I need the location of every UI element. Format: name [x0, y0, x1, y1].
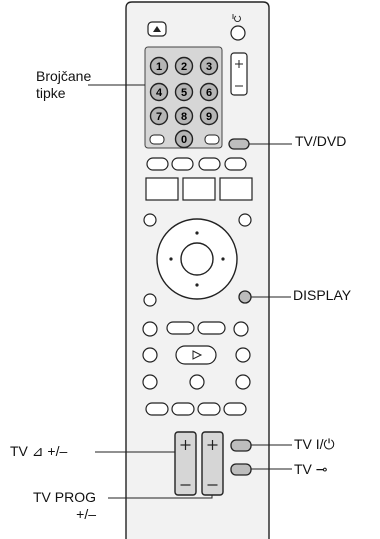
key-6[interactable]: 6 [199, 82, 219, 102]
numeric-keys: 1 2 3 4 5 6 7 8 9 0 [149, 56, 219, 149]
key-5-label: 5 [181, 87, 187, 99]
key-0[interactable]: 0 [174, 129, 194, 149]
fast-forward-button[interactable] [235, 347, 251, 363]
tv-dvd-button[interactable] [228, 138, 250, 150]
pause-button-left[interactable] [142, 374, 158, 390]
key-3[interactable]: 3 [199, 56, 219, 76]
key-0-label: 0 [181, 134, 187, 146]
dpad-right-icon [221, 257, 225, 261]
tv-volume-rocker[interactable] [174, 431, 197, 496]
tv-power-label: TV I/⏻ [294, 436, 335, 452]
stop-button[interactable] [235, 374, 251, 390]
pill-button-3[interactable] [198, 157, 221, 171]
oval-button-4[interactable] [223, 402, 247, 416]
key-2[interactable]: 2 [174, 56, 194, 76]
small-button-left[interactable] [149, 134, 165, 145]
key-4-label: 4 [156, 87, 163, 99]
tv-input-label: TV ⊸ [294, 461, 328, 477]
pill-button-2[interactable] [171, 157, 194, 171]
tv-prog-label-line2: +/– [76, 506, 96, 522]
dpad-center-button[interactable] [180, 242, 214, 276]
key-8-label: 8 [181, 111, 187, 123]
directional-pad [156, 218, 238, 300]
tv-prog-label: TV PROG +/– [10, 489, 96, 523]
pause-button[interactable] [189, 374, 205, 390]
key-9-label: 9 [206, 111, 212, 123]
key-2-label: 2 [181, 61, 187, 73]
key-5[interactable]: 5 [174, 82, 194, 102]
transport-button-1[interactable] [142, 321, 158, 337]
skip-next-button[interactable] [197, 321, 226, 335]
play-icon [192, 350, 203, 360]
skip-prev-button[interactable] [166, 321, 195, 335]
oval-button-2[interactable] [171, 402, 195, 416]
return-button[interactable] [143, 293, 157, 307]
leader-lines [88, 84, 292, 499]
number-buttons-label-line2: tipke [36, 85, 66, 101]
dpad-left-icon [169, 257, 173, 261]
rewind-button[interactable] [142, 347, 158, 363]
small-button-right[interactable] [204, 134, 220, 145]
square-button-2[interactable] [182, 177, 216, 201]
power-button[interactable] [230, 25, 246, 41]
key-4[interactable]: 4 [149, 82, 169, 102]
key-7-label: 7 [156, 111, 162, 123]
tv-volume-label: TV ⊿ +/– [10, 443, 68, 459]
tv-dvd-label: TV/DVD [295, 133, 347, 149]
channel-rocker[interactable] [230, 52, 248, 96]
leader-tv-prog [108, 495, 213, 499]
top-left-round-button[interactable] [143, 213, 157, 227]
oval-button-3[interactable] [197, 402, 221, 416]
key-3-label: 3 [206, 61, 212, 73]
key-6-label: 6 [206, 87, 212, 99]
dpad-down-icon [195, 283, 199, 287]
key-8[interactable]: 8 [174, 106, 194, 126]
key-7[interactable]: 7 [149, 106, 169, 126]
number-buttons-label-line1: Brojčane [36, 68, 92, 84]
dpad-up-icon [195, 231, 199, 235]
top-right-round-button[interactable] [238, 213, 252, 227]
power-icon [232, 14, 241, 22]
eject-icon [153, 26, 161, 32]
oval-button-1[interactable] [145, 402, 169, 416]
play-button[interactable] [175, 345, 217, 365]
pill-button-4[interactable] [224, 157, 247, 171]
key-9[interactable]: 9 [199, 106, 219, 126]
tv-power-button[interactable] [230, 439, 252, 452]
display-button[interactable] [238, 290, 252, 304]
tv-prog-label-line1: TV PROG [32, 489, 96, 505]
display-label: DISPLAY [293, 287, 352, 303]
key-1[interactable]: 1 [149, 56, 169, 76]
square-button-1[interactable] [145, 177, 179, 201]
square-button-3[interactable] [219, 177, 253, 201]
transport-button-2[interactable] [233, 321, 249, 337]
number-buttons-label: Brojčane tipke [36, 68, 91, 102]
pill-button-1[interactable] [146, 157, 169, 171]
key-1-label: 1 [156, 61, 162, 73]
tv-input-button[interactable] [230, 463, 252, 476]
